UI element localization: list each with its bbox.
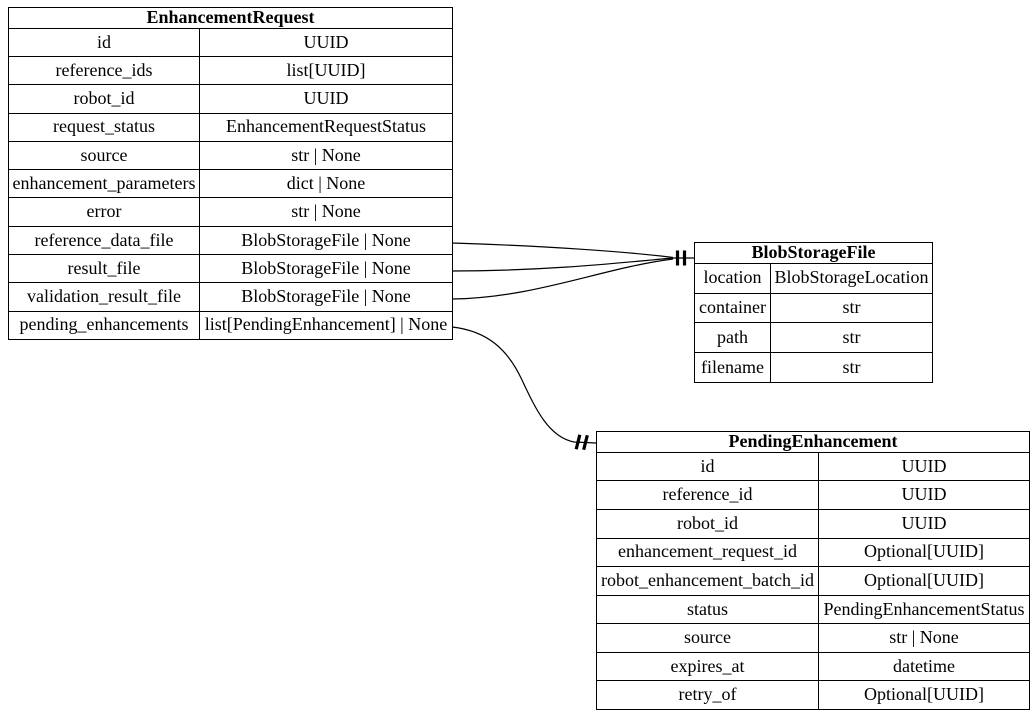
entity-header-row: PendingEnhancement (596, 431, 1030, 453)
field-type: UUID (198, 27, 454, 58)
entity-row: location BlobStorageLocation (694, 262, 933, 294)
field-name: reference_data_file (8, 225, 200, 256)
entity-row: error str | None (8, 197, 454, 227)
entity-row: validation_result_file BlobStorageFile |… (8, 282, 454, 312)
field-name: enhancement_request_id (596, 537, 819, 568)
entity-row: filename str (694, 352, 933, 383)
field-name: robot_id (596, 508, 819, 539)
cardinality-marker-pending-enhancement (574, 434, 589, 451)
entity-row: pending_enhancements list[PendingEnhance… (8, 310, 454, 341)
entity-row: retry_of Optional[UUID] (596, 680, 1030, 710)
field-type: str | None (198, 140, 454, 171)
entity-title: EnhancementRequest (7, 7, 454, 29)
entity-row: status PendingEnhancementStatus (596, 594, 1030, 625)
field-type: dict | None (198, 169, 454, 199)
field-type: UUID (818, 480, 1030, 510)
field-type: BlobStorageFile | None (198, 254, 454, 284)
field-name: expires_at (596, 651, 819, 682)
entity-row: reference_data_file BlobStorageFile | No… (8, 225, 454, 256)
cardinality-marker-blob-storage-file (675, 250, 687, 266)
field-type: BlobStorageFile | None (198, 225, 454, 256)
entity-title: PendingEnhancement (596, 431, 1030, 453)
field-name: path (694, 322, 771, 354)
field-type: str | None (198, 197, 454, 227)
field-name: id (8, 27, 200, 58)
field-type: EnhancementRequestStatus (198, 112, 454, 142)
field-type: str (770, 352, 933, 383)
entity-header-row: BlobStorageFile (694, 242, 933, 264)
field-name: container (694, 292, 771, 324)
entity-row: id UUID (596, 451, 1030, 482)
field-name: filename (694, 352, 771, 383)
field-type: UUID (818, 451, 1030, 482)
entity-row: source str | None (8, 140, 454, 171)
field-type: UUID (198, 84, 454, 114)
field-name: source (596, 623, 819, 653)
entity-row: result_file BlobStorageFile | None (8, 254, 454, 284)
field-name: validation_result_file (8, 282, 200, 312)
field-type: datetime (818, 651, 1030, 682)
entity-pending-enhancement: PendingEnhancement id UUID reference_id … (596, 431, 1030, 710)
entity-row: id UUID (8, 27, 454, 58)
entity-row: robot_enhancement_batch_id Optional[UUID… (596, 566, 1030, 596)
entity-row: robot_id UUID (8, 84, 454, 114)
entity-row: robot_id UUID (596, 508, 1030, 539)
field-name: enhancement_parameters (8, 169, 200, 199)
field-name: retry_of (596, 680, 819, 710)
field-type: str (770, 292, 933, 324)
edge-validation-result-file-to-blob-storage-file (451, 258, 674, 300)
field-type: str (770, 322, 933, 354)
field-type: BlobStorageLocation (770, 262, 933, 294)
entity-row: reference_ids list[UUID] (8, 56, 454, 86)
entity-row: request_status EnhancementRequestStatus (8, 112, 454, 142)
field-type: BlobStorageFile | None (198, 282, 454, 312)
field-type: Optional[UUID] (818, 680, 1030, 710)
field-name: pending_enhancements (8, 310, 200, 341)
entity-blob-storage-file: BlobStorageFile location BlobStorageLoca… (694, 242, 933, 383)
field-name: id (596, 451, 819, 482)
field-type: list[UUID] (198, 56, 454, 86)
entity-row: enhancement_parameters dict | None (8, 169, 454, 199)
entity-title: BlobStorageFile (694, 242, 933, 264)
entity-row: source str | None (596, 623, 1030, 653)
edge-result-file-to-blob-storage-file (451, 257, 674, 272)
field-type: str | None (818, 623, 1030, 653)
field-name: status (596, 594, 819, 625)
field-name: location (694, 262, 771, 294)
entity-row: container str (694, 292, 933, 324)
edge-pending-enhancements-to-pending-enhancement (451, 326, 597, 444)
field-name: robot_id (8, 84, 200, 114)
field-type: Optional[UUID] (818, 537, 1030, 568)
field-name: error (8, 197, 200, 227)
entity-enhancement-request: EnhancementRequest id UUID reference_ids… (7, 7, 454, 341)
field-type: UUID (818, 508, 1030, 539)
entity-row: expires_at datetime (596, 651, 1030, 682)
entity-row: path str (694, 322, 933, 354)
field-name: result_file (8, 254, 200, 284)
field-name: source (8, 140, 200, 171)
field-name: robot_enhancement_batch_id (596, 566, 819, 596)
field-type: Optional[UUID] (818, 566, 1030, 596)
entity-row: reference_id UUID (596, 480, 1030, 510)
field-type: list[PendingEnhancement] | None (198, 310, 454, 341)
entity-row: enhancement_request_id Optional[UUID] (596, 537, 1030, 568)
field-name: reference_ids (8, 56, 200, 86)
field-name: reference_id (596, 480, 819, 510)
field-type: PendingEnhancementStatus (818, 594, 1030, 625)
entity-header-row: EnhancementRequest (7, 7, 454, 29)
field-name: request_status (8, 112, 200, 142)
edge-reference-data-file-to-blob-storage-file (451, 242, 674, 259)
